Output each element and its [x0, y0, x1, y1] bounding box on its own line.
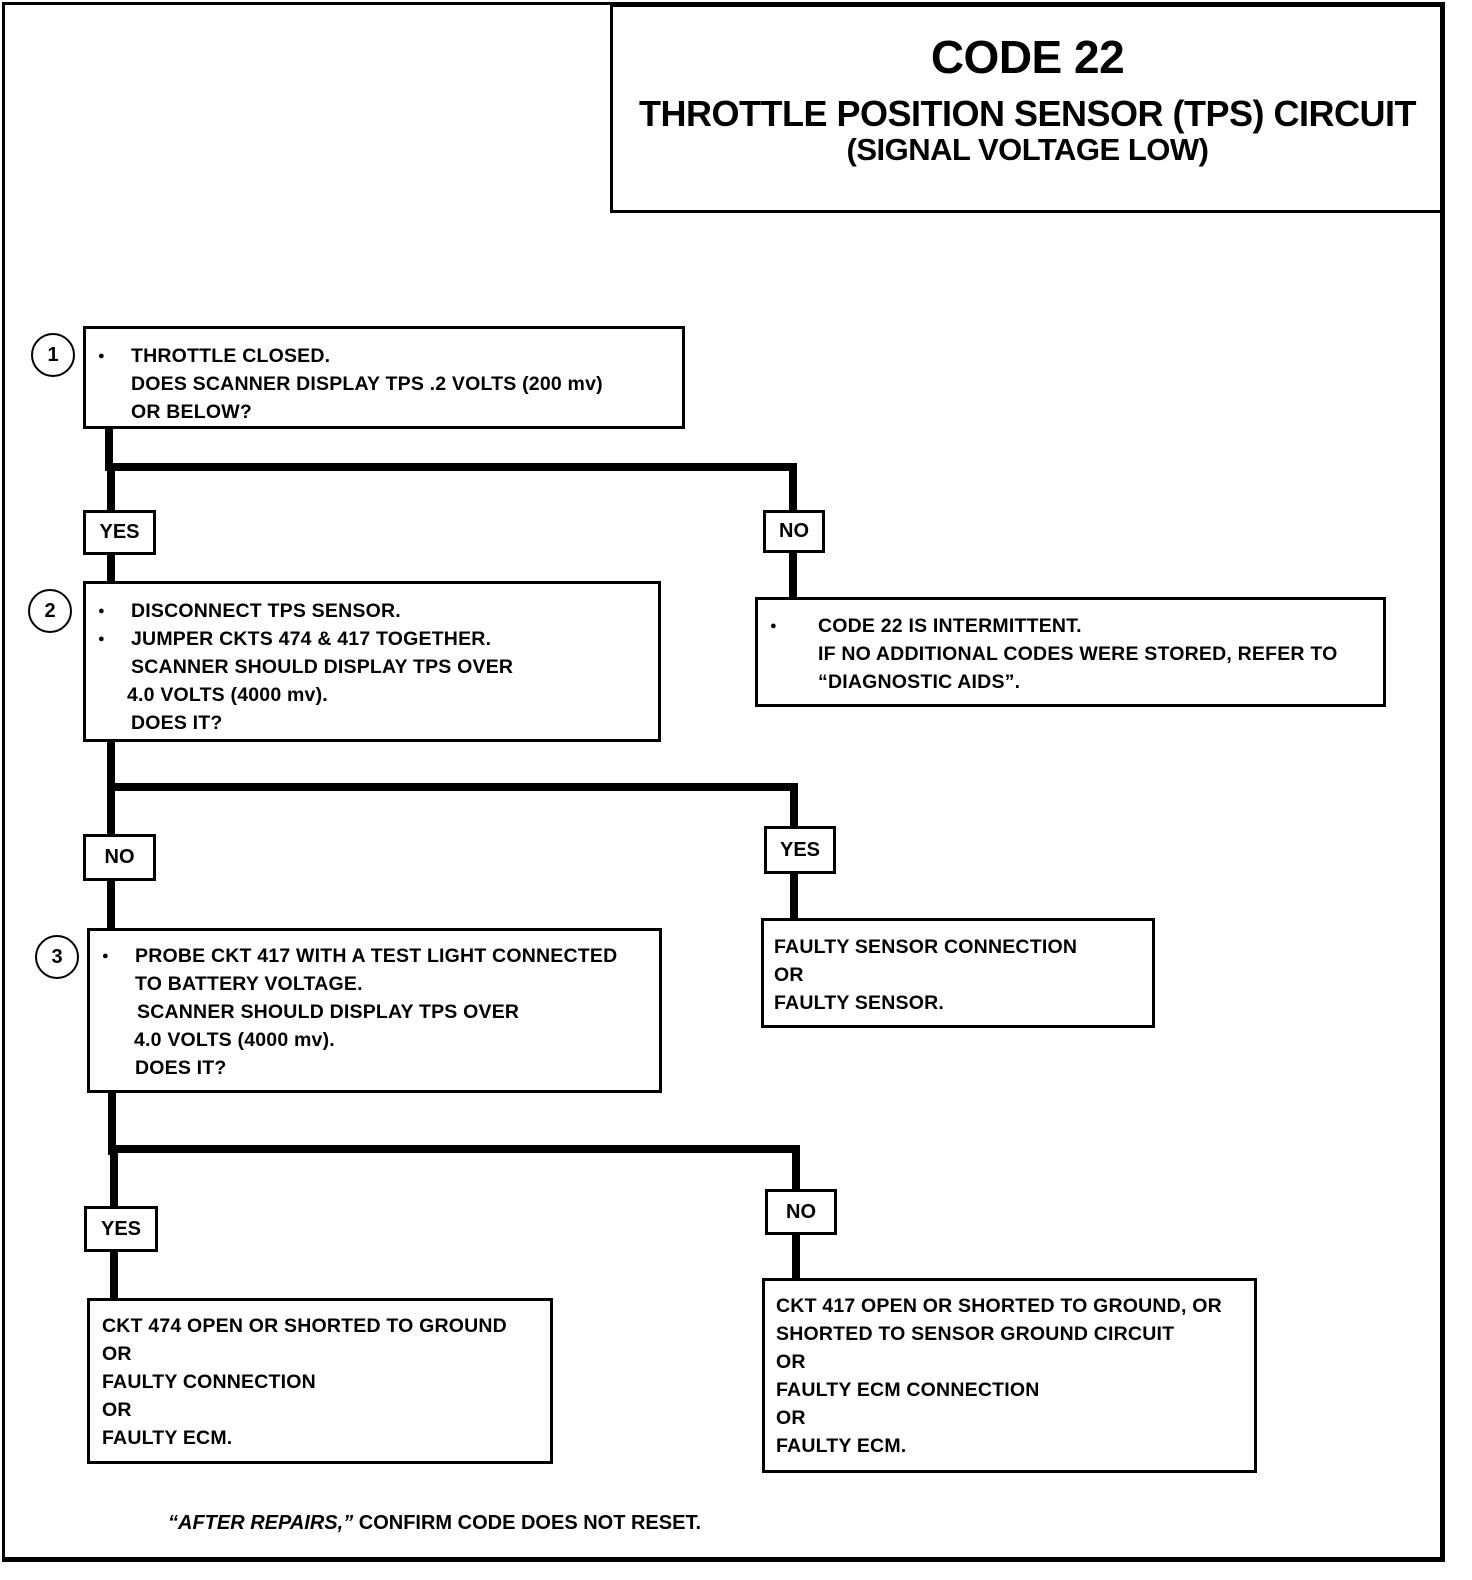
footer-emphasis: “AFTER REPAIRS,”	[168, 1512, 354, 1534]
step-2-line-5: DOES IT?	[131, 712, 223, 734]
circuit-title: THROTTLE POSITION SENSOR (TPS) CIRCUIT	[638, 93, 1417, 134]
title-box: CODE 22 THROTTLE POSITION SENSOR (TPS) C…	[610, 4, 1445, 213]
connector-s1-yes-to-s2	[107, 553, 115, 583]
result-ckt417-line2: SHORTED TO SENSOR GROUND CIRCUIT	[776, 1323, 1175, 1345]
result-ckt417-line5: OR	[776, 1407, 806, 1429]
connector-s3-down	[108, 1092, 116, 1155]
connector-s2-horizontal	[107, 783, 798, 791]
result-ckt417-line4: FAULTY ECM CONNECTION	[776, 1379, 1040, 1401]
step-2-box: DISCONNECT TPS SENSOR. JUMPER CKTS 474 &…	[83, 581, 661, 742]
connector-s2-no	[107, 783, 115, 834]
result-ckt417-line1: CKT 417 OPEN OR SHORTED TO GROUND, OR	[776, 1295, 1222, 1317]
connector-s3-yes	[110, 1145, 118, 1206]
connector-s1-no	[789, 463, 797, 511]
step-2-no-label: NO	[83, 834, 156, 881]
connector-s2-no-to-s3	[107, 880, 115, 930]
result-ckt474-line1: CKT 474 OPEN OR SHORTED TO GROUND	[102, 1315, 507, 1337]
step-2-yes-label: YES	[764, 826, 836, 874]
result-intermittent-bullet: ● CODE 22 IS INTERMITTENT.	[770, 615, 1082, 637]
step-2-line-3: SCANNER SHOULD DISPLAY TPS OVER	[131, 656, 514, 678]
connector-s3-horizontal	[108, 1145, 800, 1153]
step-1-yes-label: YES	[83, 510, 156, 555]
step-3-marker: 3	[35, 935, 79, 979]
connector-s1-no-to-result	[789, 552, 797, 598]
result-ckt474-line3: FAULTY CONNECTION	[102, 1371, 316, 1393]
connector-s1-yes	[107, 463, 115, 511]
step-1-bullet: THROTTLE CLOSED.	[86, 342, 682, 370]
step-1-box: THROTTLE CLOSED. DOES SCANNER DISPLAY TP…	[83, 326, 685, 429]
step-2-line-4: 4.0 VOLTS (4000 mv).	[127, 684, 328, 706]
result-intermittent-line2: IF NO ADDITIONAL CODES WERE STORED, REFE…	[818, 643, 1338, 665]
result-intermittent-box: ● CODE 22 IS INTERMITTENT. IF NO ADDITIO…	[755, 597, 1386, 707]
result-ckt417-line6: FAULTY ECM.	[776, 1435, 907, 1457]
connector-s1-down	[105, 428, 113, 470]
connector-s3-no-to-result	[792, 1234, 800, 1280]
code-title: CODE 22	[930, 31, 1125, 83]
result-ckt474-box: CKT 474 OPEN OR SHORTED TO GROUND OR FAU…	[87, 1298, 553, 1464]
result-faulty-sensor-box: FAULTY SENSOR CONNECTION OR FAULTY SENSO…	[761, 918, 1155, 1028]
step-1-marker: 1	[31, 333, 75, 377]
step-2-number: 2	[44, 599, 56, 622]
footer-note: “AFTER REPAIRS,” CONFIRM CODE DOES NOT R…	[168, 1512, 701, 1535]
result-intermittent-text: CODE 22 IS INTERMITTENT.	[818, 615, 1082, 637]
result-faulty-sensor-line1: FAULTY SENSOR CONNECTION	[774, 936, 1078, 958]
connector-s3-no	[792, 1145, 800, 1190]
step-3-number: 3	[51, 945, 63, 968]
result-ckt417-box: CKT 417 OPEN OR SHORTED TO GROUND, OR SH…	[762, 1278, 1257, 1473]
step-3-line-4: 4.0 VOLTS (4000 mv).	[134, 1029, 335, 1051]
connector-s1-horizontal	[105, 463, 797, 471]
step-2-bullet-2: JUMPER CKTS 474 & 417 TOGETHER.	[86, 625, 658, 653]
connector-s3-yes-to-result	[110, 1250, 118, 1300]
step-3-line-5: DOES IT?	[135, 1057, 227, 1079]
step-2-bullet-1: DISCONNECT TPS SENSOR.	[86, 597, 658, 625]
result-intermittent-line3: “DIAGNOSTIC AIDS”.	[818, 671, 1021, 693]
step-1-no-label: NO	[763, 510, 825, 553]
step-3-line-2: TO BATTERY VOLTAGE.	[135, 973, 363, 995]
step-1-question-cont: OR BELOW?	[131, 401, 252, 423]
result-ckt417-line3: OR	[776, 1351, 806, 1373]
step-2-marker: 2	[28, 589, 72, 633]
result-ckt474-line2: OR	[102, 1343, 132, 1365]
step-3-no-label: NO	[765, 1189, 837, 1235]
page-border	[2, 2, 1445, 1562]
connector-s2-down	[107, 740, 115, 792]
step-3-bullet: PROBE CKT 417 WITH A TEST LIGHT CONNECTE…	[90, 942, 659, 970]
step-3-yes-label: YES	[84, 1206, 158, 1252]
connector-s2-yes-to-result	[790, 874, 798, 919]
result-faulty-sensor-line3: FAULTY SENSOR.	[774, 992, 945, 1014]
step-3-box: PROBE CKT 417 WITH A TEST LIGHT CONNECTE…	[87, 928, 662, 1093]
footer-text: CONFIRM CODE DOES NOT RESET.	[353, 1512, 702, 1534]
step-1-question: DOES SCANNER DISPLAY TPS .2 VOLTS (200 m…	[131, 373, 603, 395]
result-ckt474-line4: OR	[102, 1399, 132, 1421]
connector-s2-yes	[790, 783, 798, 827]
step-3-line-3: SCANNER SHOULD DISPLAY TPS OVER	[137, 1001, 520, 1023]
condition-title: (SIGNAL VOLTAGE LOW)	[846, 132, 1209, 167]
result-faulty-sensor-line2: OR	[774, 964, 804, 986]
result-ckt474-line5: FAULTY ECM.	[102, 1427, 233, 1449]
step-1-number: 1	[47, 343, 59, 366]
